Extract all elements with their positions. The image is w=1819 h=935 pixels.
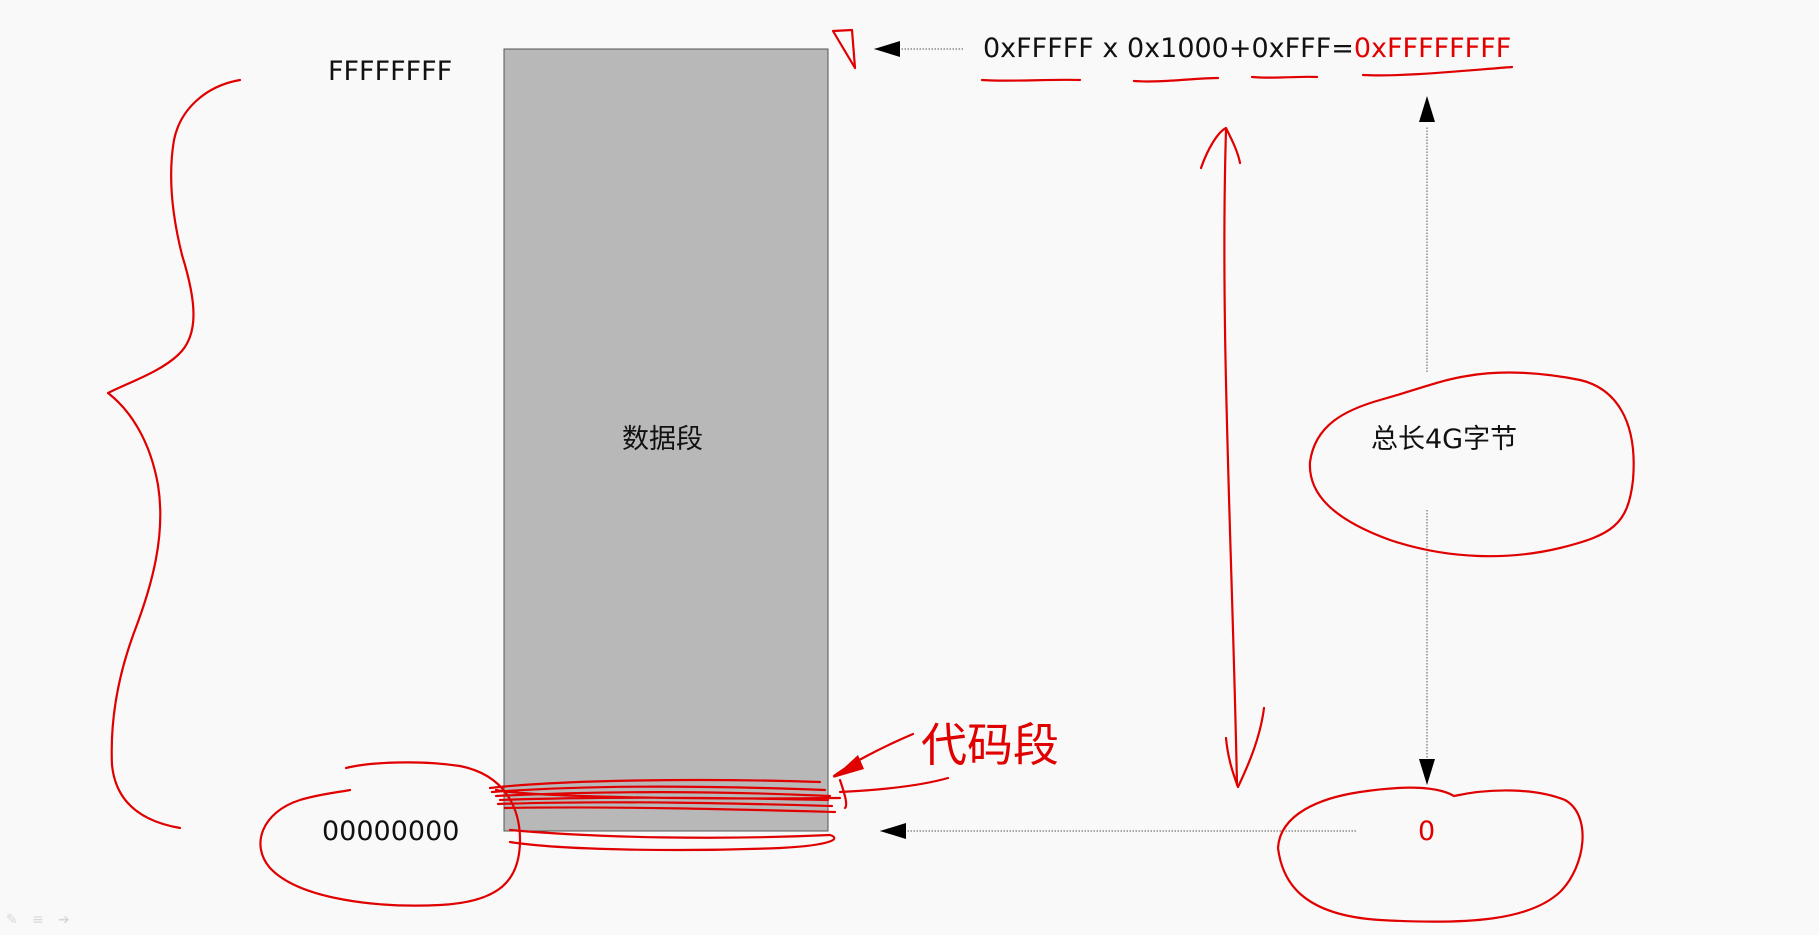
- formula-underline-4: [1361, 65, 1514, 77]
- code-segment-scribble: [488, 778, 848, 814]
- zero-label: 0: [1418, 816, 1436, 847]
- forward-icon[interactable]: ➔: [58, 912, 70, 928]
- hand-dimension-arrow: [1223, 128, 1239, 787]
- top-pointer-arrowhead: [874, 41, 900, 57]
- formula-underline-1: [980, 78, 1082, 82]
- code-segment-label: 代码段: [921, 718, 1059, 772]
- menu-icon[interactable]: ≡: [32, 912, 44, 928]
- bottom-address-label: 00000000: [322, 816, 460, 847]
- formula-term-3: 0xFFF: [1251, 33, 1332, 64]
- address-formula: 0xFFFFF x 0x1000+0xFFF=0xFFFFFFFF: [983, 35, 1511, 62]
- formula-term-2: 0x1000: [1126, 33, 1229, 64]
- formula-equals: =: [1331, 33, 1354, 64]
- top-address-label: FFFFFFFF: [328, 56, 453, 87]
- total-length-circle: [1308, 371, 1635, 558]
- dimension-arrowhead-up: [1419, 96, 1435, 122]
- formula-underline-3: [1250, 75, 1319, 79]
- top-corner-mark: [831, 28, 857, 70]
- pen-icon[interactable]: ✎: [6, 912, 18, 928]
- formula-result: 0xFFFFFFFF: [1353, 33, 1512, 64]
- data-segment-label: 数据段: [622, 424, 703, 455]
- presentation-toolbar: ✎ ≡ ➔: [6, 913, 76, 927]
- zero-circle: [1276, 786, 1584, 923]
- bottom-address-circle: [259, 761, 522, 907]
- left-curly-brace: [106, 78, 242, 830]
- bottom-pointer-arrowhead: [880, 823, 906, 839]
- formula-term-1: 0xFFFFF: [983, 33, 1094, 64]
- hand-arrow-head-bottom: [1224, 706, 1266, 789]
- code-segment-pointer-head: [833, 755, 864, 778]
- code-segment-pointer: [832, 732, 950, 794]
- hand-arrow-head-top: [1199, 126, 1242, 170]
- formula-plus: +: [1228, 33, 1252, 64]
- formula-times: x: [1102, 33, 1119, 64]
- dimension-arrowhead-down: [1419, 759, 1435, 785]
- data-segment-block: [503, 48, 829, 832]
- total-size-label: 总长4G字节: [1371, 424, 1518, 455]
- formula-underline-2: [1132, 76, 1220, 83]
- code-segment-underline: [508, 828, 836, 852]
